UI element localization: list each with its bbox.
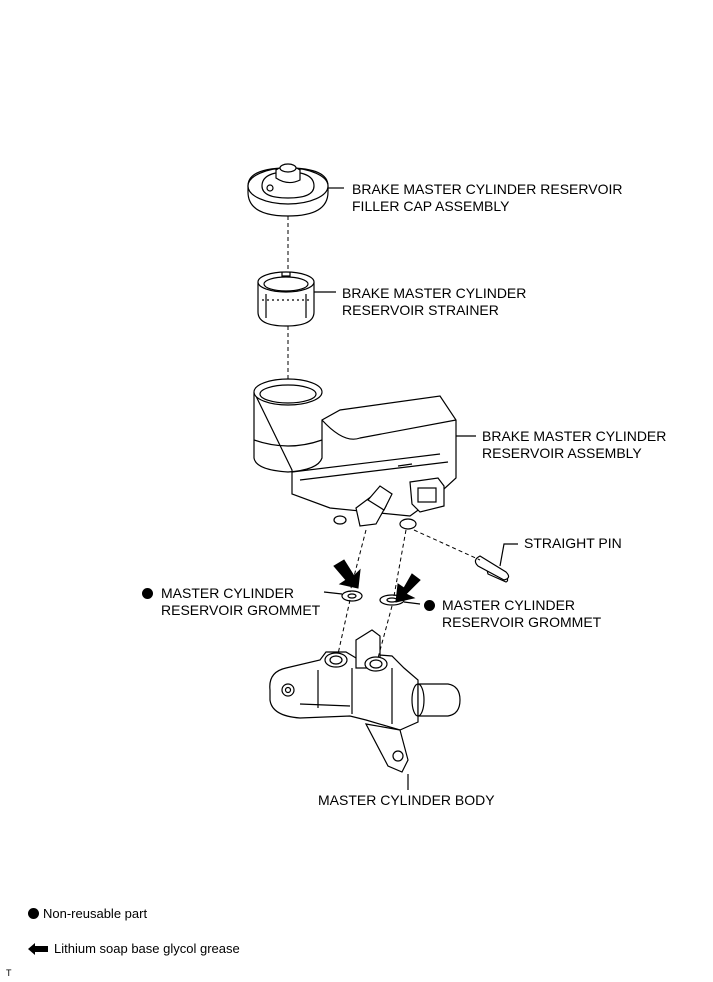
- grommet-left-label-line-1: MASTER CYLINDER: [161, 585, 295, 601]
- grommet-left-label-line-2: RESERVOIR GROMMET: [161, 602, 321, 618]
- assembly-lines: [287, 216, 481, 659]
- straight-pin-drawing: [474, 555, 510, 583]
- filler-cap-label: BRAKE MASTER CYLINDER RESERVOIR FILLER C…: [352, 181, 622, 215]
- grommet-left-drawing: [341, 590, 363, 602]
- filler-cap-label-line-1: BRAKE MASTER CYLINDER RESERVOIR: [352, 181, 623, 197]
- legend-grease-text: Lithium soap base glycol grease: [54, 941, 240, 956]
- legend-grease: Lithium soap base glycol grease: [28, 941, 240, 956]
- grease-arrow-right-icon: [395, 573, 421, 603]
- strainer-label: BRAKE MASTER CYLINDER RESERVOIR STRAINER: [342, 285, 526, 319]
- reservoir-label-line-2: RESERVOIR ASSEMBLY: [482, 445, 642, 461]
- grommet-right-label-line-2: RESERVOIR GROMMET: [442, 614, 602, 630]
- straight-pin-label: STRAIGHT PIN: [524, 535, 622, 551]
- strainer-drawing: [257, 271, 315, 327]
- leader-lines: [314, 187, 518, 790]
- reservoir-label-line-1: BRAKE MASTER CYLINDER: [482, 428, 667, 444]
- reservoir-label: BRAKE MASTER CYLINDER RESERVOIR ASSEMBLY: [482, 428, 666, 462]
- non-reusable-dot-icon: [424, 600, 435, 611]
- master-cylinder-body-label: MASTER CYLINDER BODY: [318, 792, 495, 808]
- master-cylinder-body-drawing: [269, 629, 461, 773]
- grease-arrow-left-icon: [333, 559, 361, 589]
- reservoir-drawing: [253, 378, 457, 530]
- strainer-label-line-2: RESERVOIR STRAINER: [342, 302, 499, 318]
- grommet-right-label-line-1: MASTER CYLINDER: [442, 597, 576, 613]
- grease-arrow-icon: [28, 942, 48, 955]
- grommet-right-label: MASTER CYLINDER RESERVOIR GROMMET: [424, 597, 601, 631]
- filler-cap-label-line-2: FILLER CAP ASSEMBLY: [352, 198, 510, 214]
- filler-cap-drawing: [247, 163, 329, 217]
- strainer-label-line-1: BRAKE MASTER CYLINDER: [342, 285, 527, 301]
- non-reusable-dot-icon: [28, 908, 39, 919]
- corner-mark: T: [6, 968, 12, 978]
- legend-non-reusable-text: Non-reusable part: [43, 906, 148, 921]
- grommet-left-label: MASTER CYLINDER RESERVOIR GROMMET: [142, 585, 320, 619]
- legend-non-reusable: Non-reusable part: [28, 906, 147, 921]
- non-reusable-dot-icon: [142, 588, 153, 599]
